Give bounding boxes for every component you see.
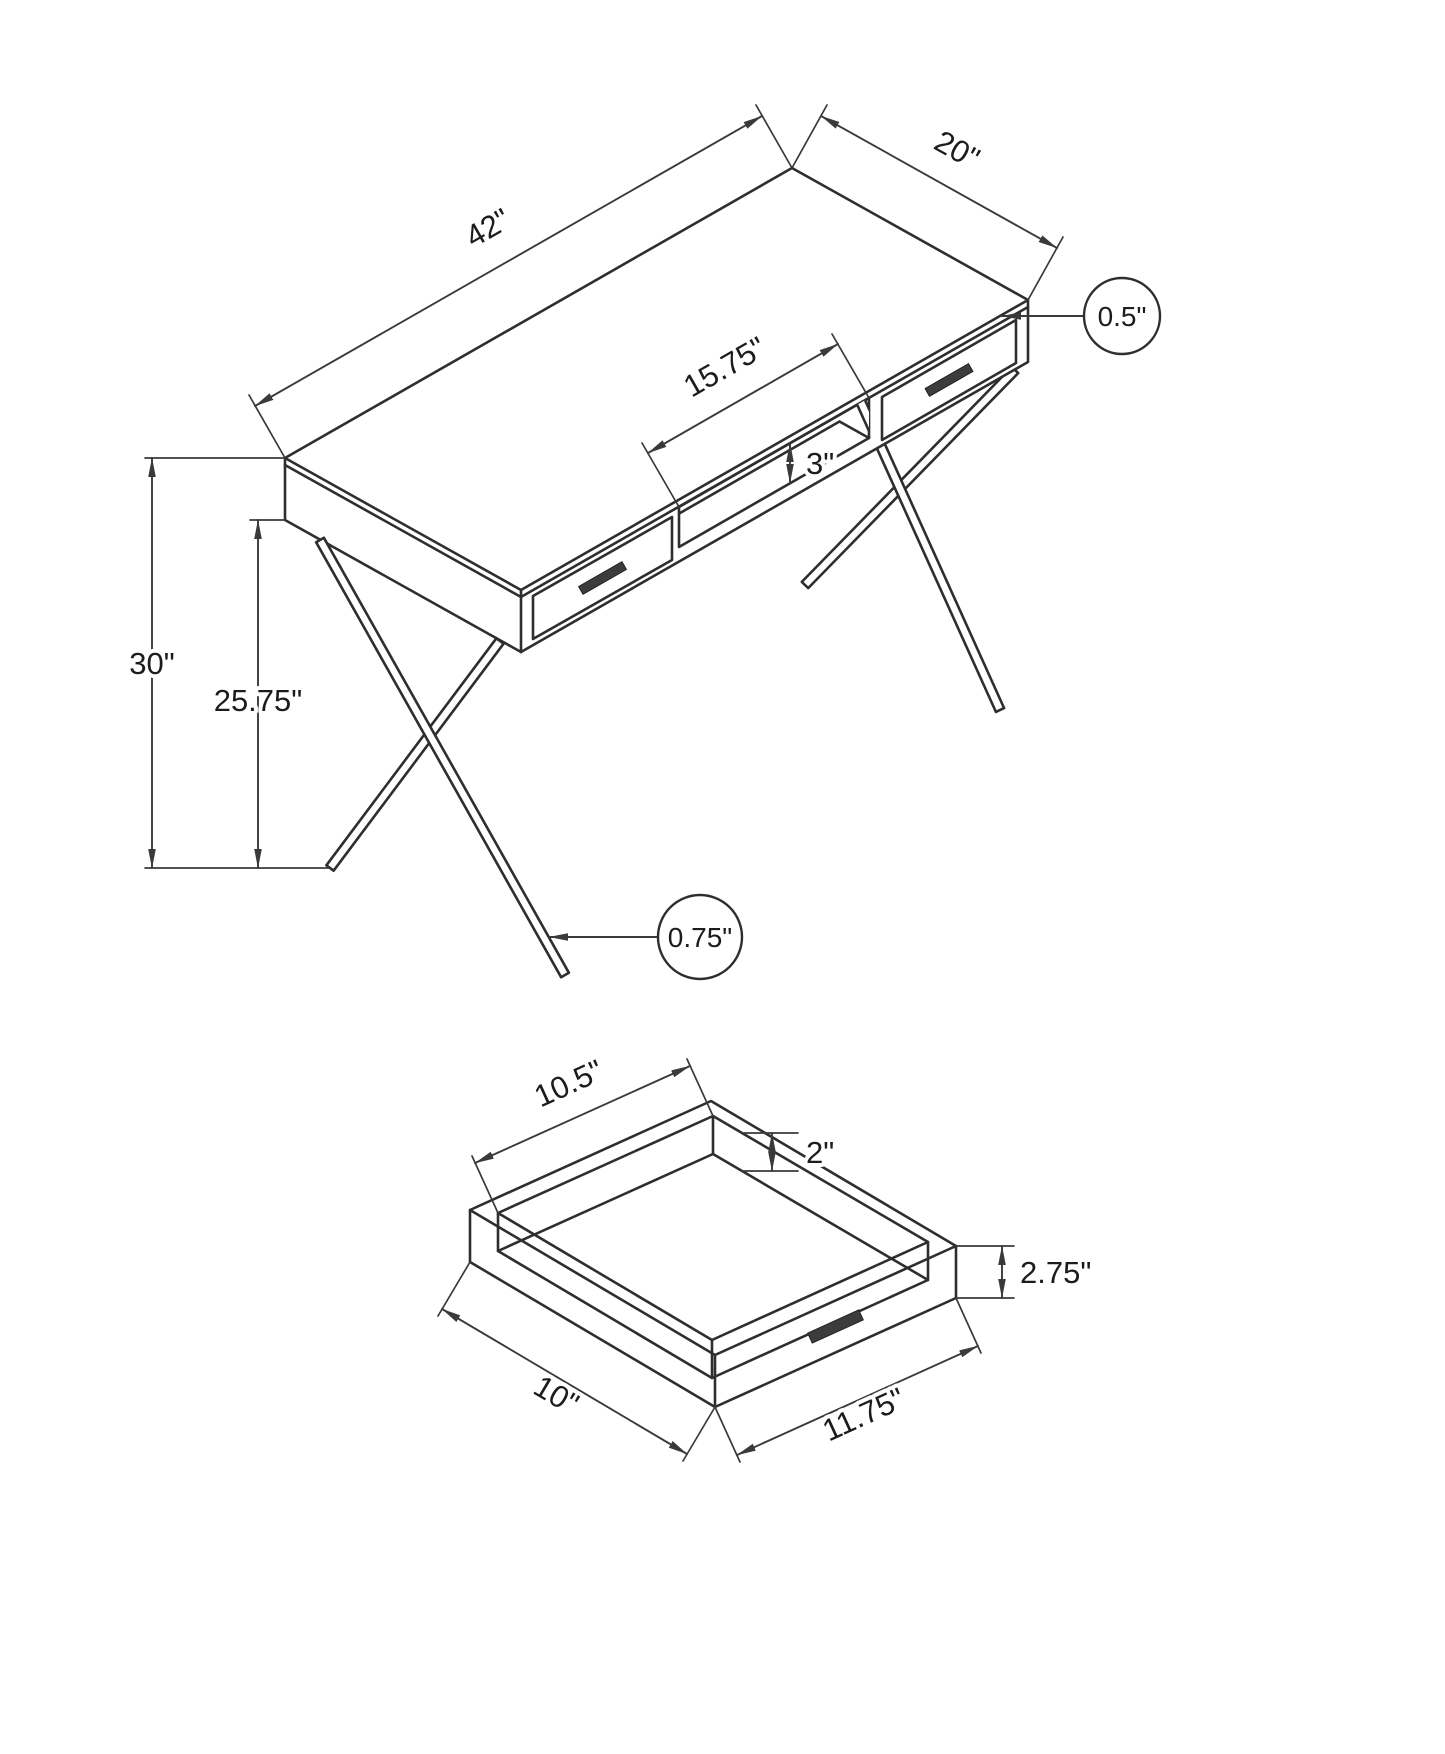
dim-drawer-front-height: 2.75": [955, 1245, 1095, 1299]
dim-floor-clearance: 25.75": [210, 519, 306, 869]
overall-height-label: 30": [129, 646, 175, 681]
desk-left-legs: [314, 536, 571, 979]
desk-depth-label: 20": [929, 123, 986, 176]
drawer-front-width-label: 11.75": [817, 1381, 910, 1449]
left-leg-front: [314, 536, 571, 979]
desk-length-label: 42": [459, 201, 516, 254]
drawer-front-height-label: 2.75": [1020, 1255, 1091, 1290]
right-drawer-handle: [924, 363, 974, 397]
drawer-inner-width-label: 10.5": [529, 1053, 608, 1114]
top-thickness-balloon: [1082, 276, 1162, 356]
dim-drawer-inner-depth: 2": [741, 1131, 838, 1174]
drawer-rim-edges: [468, 1208, 958, 1409]
dim-overall-height: 30": [125, 457, 331, 869]
drawer-side-length-label: 10": [528, 1368, 585, 1421]
drawer-inner-corners: [496, 1114, 930, 1380]
desk-drawing: [283, 166, 1030, 979]
leg-tube-balloon: [656, 893, 744, 981]
leg-tube-label: 0.75": [668, 922, 732, 953]
drawer-drawing: [468, 1099, 958, 1409]
drawer-handle: [807, 1309, 864, 1344]
dim-shelf-opening-height: 3": [786, 442, 838, 485]
left-drawer-handle: [577, 561, 628, 595]
top-thickness-label: 0.5": [1098, 301, 1147, 332]
dim-leg-tube: 0.75": [548, 893, 744, 981]
left-leg-back: [325, 636, 505, 873]
floor-clearance-label: 25.75": [214, 683, 303, 718]
drawer-inner-depth-label: 2": [806, 1135, 834, 1170]
dim-top-thickness: 0.5": [1001, 276, 1162, 356]
shelf-opening-height-label: 3": [806, 446, 834, 481]
